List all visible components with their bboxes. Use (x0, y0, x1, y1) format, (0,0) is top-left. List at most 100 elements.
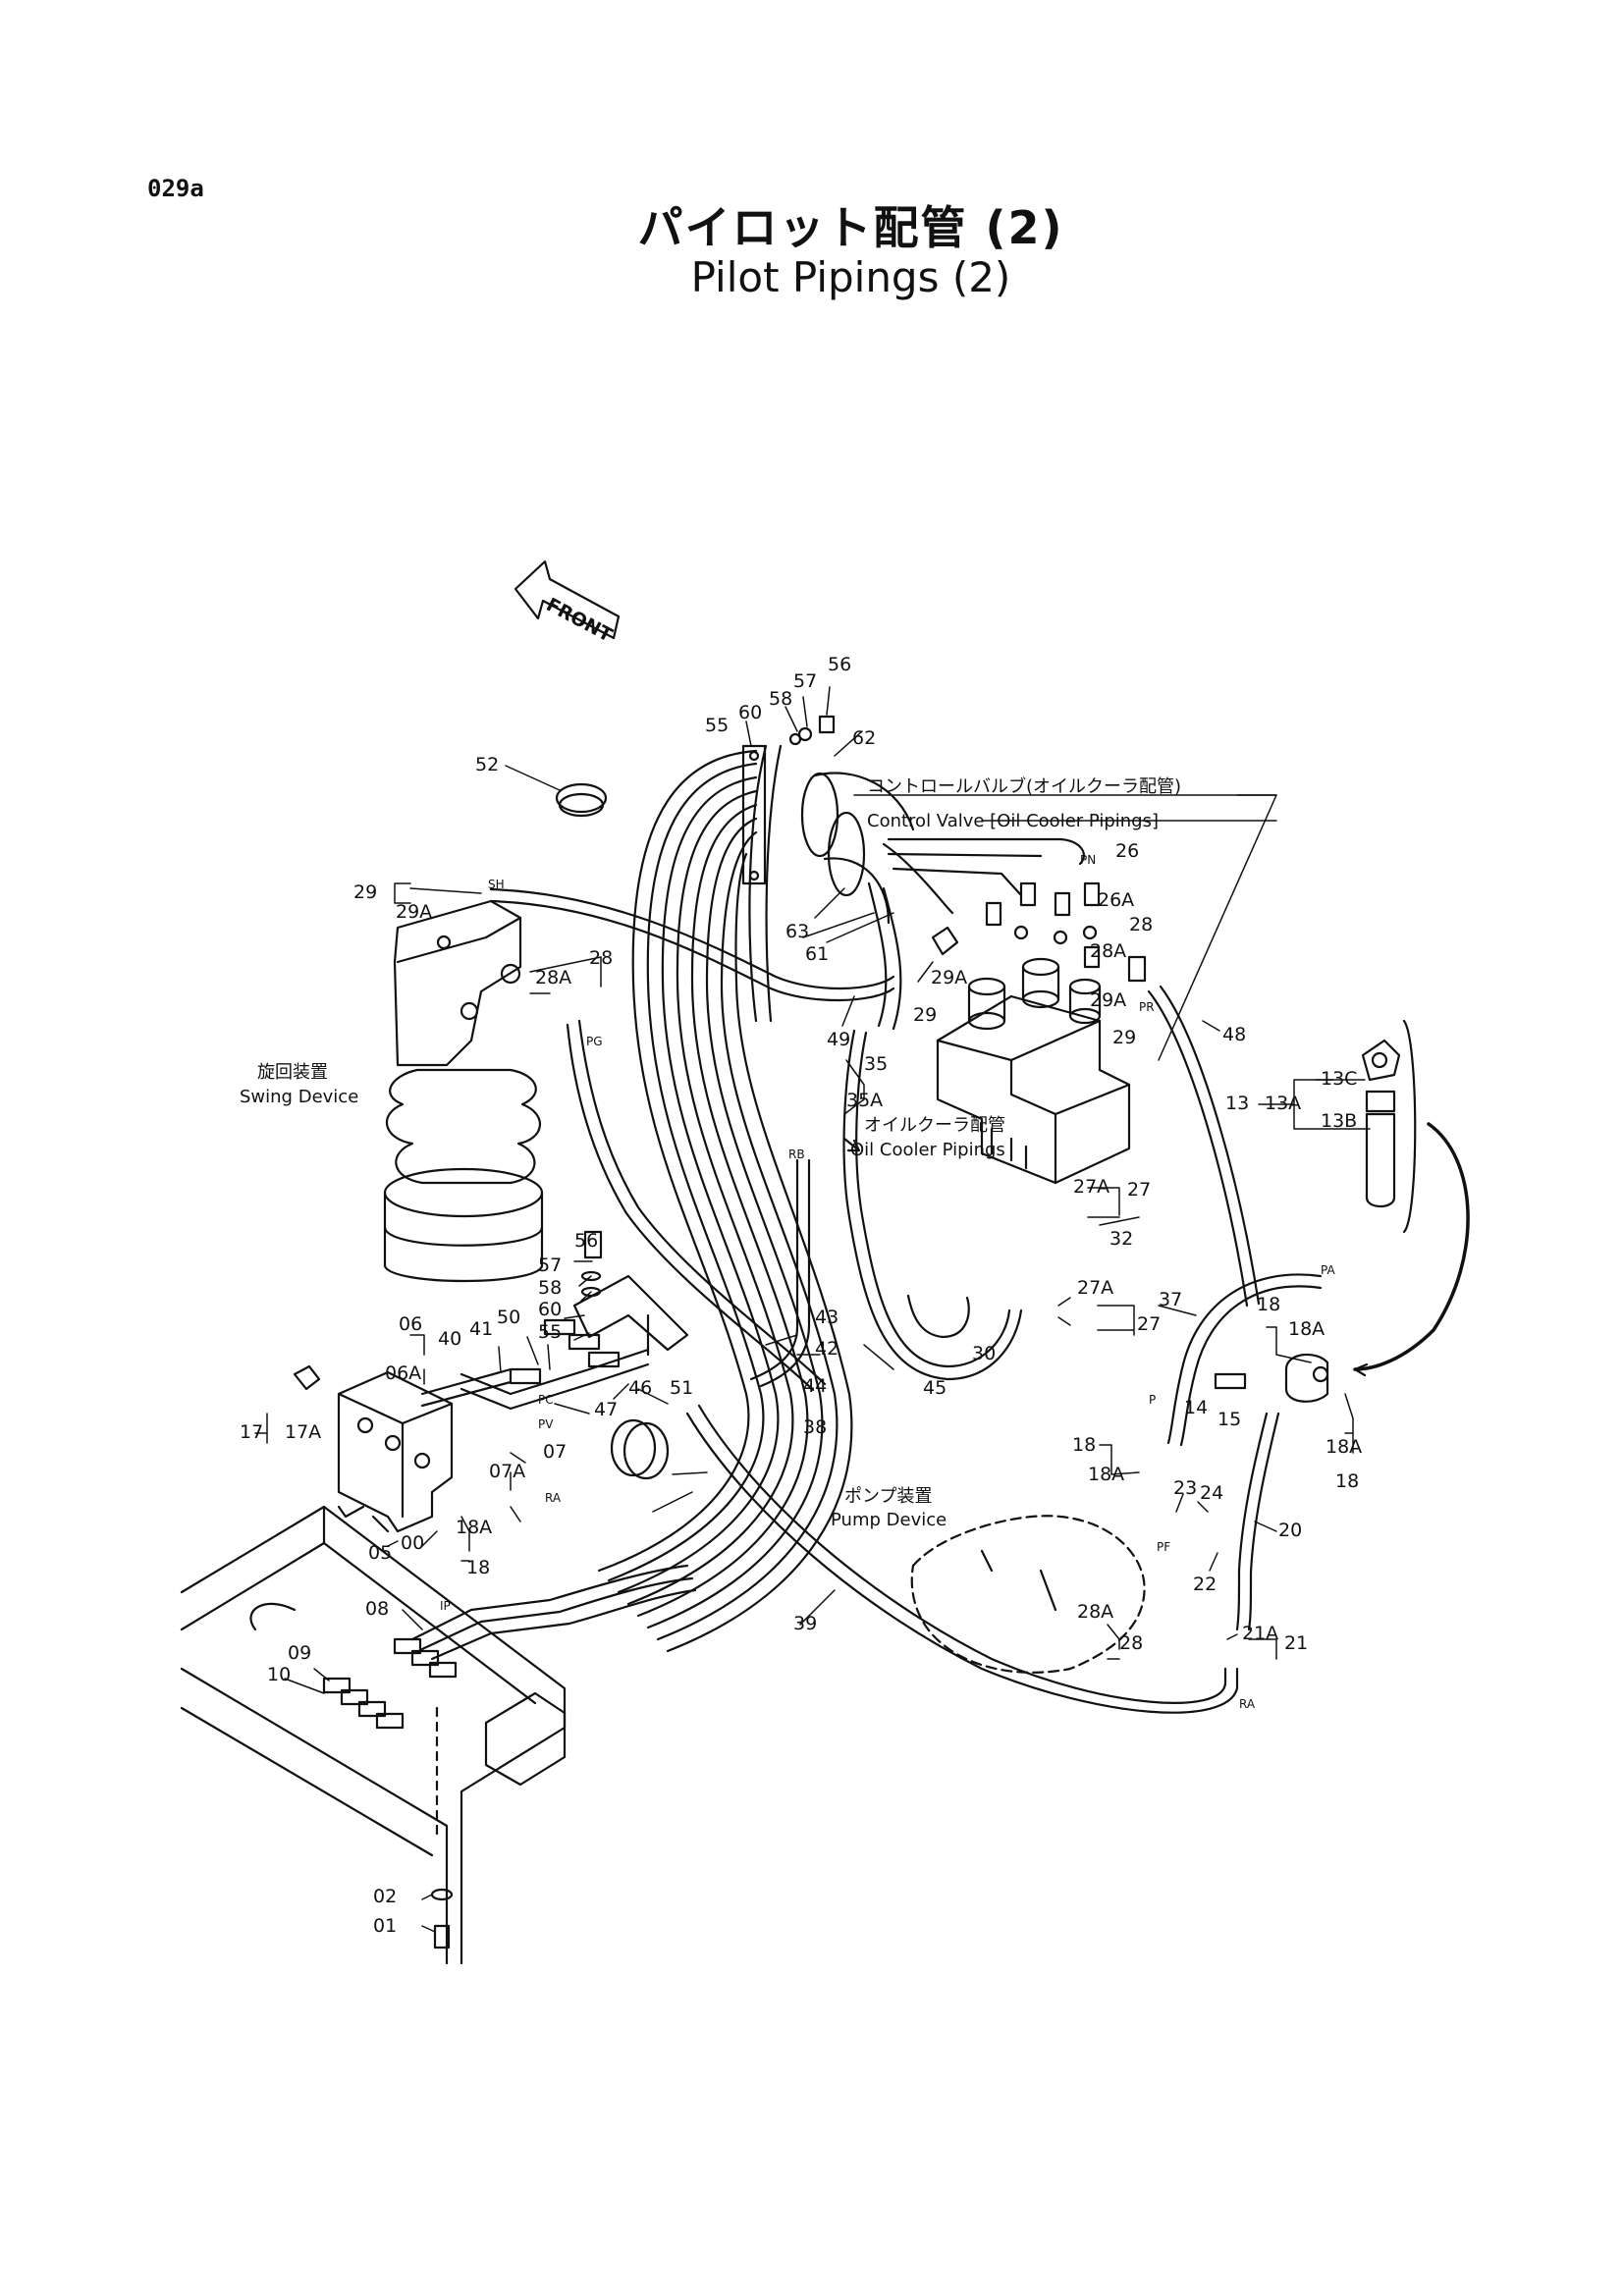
part-number: 24 (1200, 1482, 1223, 1504)
part-number: 27 (1127, 1179, 1151, 1201)
part-number: 55 (705, 715, 729, 736)
part-number: 39 (793, 1613, 817, 1634)
part-number: 13C (1321, 1068, 1357, 1090)
page-id: 029a (147, 175, 204, 202)
part-number: 28A (535, 967, 571, 988)
part-number: 62 (852, 727, 876, 749)
part-number: 01 (373, 1915, 397, 1937)
part-number: 41 (469, 1318, 493, 1340)
part-number: 37 (1159, 1289, 1182, 1310)
caption-pump-en: Pump Device (831, 1510, 947, 1530)
part-number: 29 (1112, 1027, 1136, 1048)
hose-bundle (597, 744, 853, 1653)
clamp-upper (741, 744, 767, 885)
part-number: 21 (1284, 1632, 1308, 1654)
port-label: PF (1157, 1540, 1170, 1554)
part-number: 29 (913, 1004, 937, 1026)
valve-18-assembly (1214, 1353, 1329, 1403)
part-number: 60 (738, 702, 762, 723)
bolt-stack-middle (580, 1230, 603, 1298)
part-number: 35 (864, 1053, 888, 1075)
caption-oil-cooler-en: Oil Cooler Pipings (850, 1140, 1005, 1160)
part-number: 07 (543, 1441, 567, 1463)
part-number: 28A (1090, 940, 1126, 962)
hose-38 (566, 1019, 827, 1392)
part-number: 40 (438, 1328, 461, 1350)
part-number: 13A (1265, 1093, 1301, 1114)
part-number: 17 (240, 1421, 263, 1443)
part-number: 22 (1193, 1574, 1217, 1595)
swing-device (383, 899, 544, 1283)
part-number: 38 (803, 1416, 827, 1438)
part-number: 02 (373, 1886, 397, 1907)
part-number: 52 (475, 754, 499, 775)
part-number: 28 (1119, 1632, 1143, 1654)
hose-20 (1235, 1412, 1280, 1631)
part-number: 17A (285, 1421, 321, 1443)
part-number: 26 (1115, 840, 1139, 862)
part-number: 50 (497, 1307, 520, 1328)
left-valve-block (293, 1364, 454, 1533)
part-number: 18A (1088, 1464, 1124, 1485)
part-number: 56 (574, 1230, 598, 1252)
part-number: 20 (1278, 1520, 1302, 1541)
hose-filter-return (1353, 1122, 1470, 1371)
hose-rb (749, 1158, 811, 1388)
part-number: 29 (353, 881, 377, 903)
caption-swing-en: Swing Device (240, 1087, 358, 1107)
part-number: 18 (1072, 1434, 1096, 1456)
part-number: 28 (589, 947, 613, 969)
hose-to-control-valve (800, 772, 1085, 1031)
control-valve (936, 957, 1131, 1185)
part-number: 23 (1173, 1477, 1197, 1499)
part-number: 26A (1098, 889, 1134, 911)
part-number: 27A (1077, 1277, 1113, 1299)
bolt-01-02 (430, 1888, 454, 1949)
valve-fittings (931, 881, 1147, 983)
part-number: 29A (396, 901, 432, 923)
part-number: 48 (1222, 1024, 1246, 1045)
hose-39 (685, 1404, 1239, 1714)
part-number: 13B (1321, 1110, 1357, 1132)
part-number: 47 (594, 1399, 618, 1420)
part-number: 49 (827, 1029, 850, 1050)
machine-frame (180, 1505, 567, 1965)
part-number: 27 (1137, 1313, 1161, 1335)
part-number: 44 (803, 1375, 827, 1397)
part-number: 35A (846, 1090, 883, 1111)
port-label: RB (788, 1148, 805, 1161)
title-english: Pilot Pipings (2) (690, 253, 1011, 301)
port-label: IP (440, 1599, 451, 1613)
hose-clamp-52 (555, 782, 608, 818)
part-number: 15 (1217, 1409, 1241, 1430)
part-number: 32 (1109, 1228, 1133, 1250)
hose-37 (1166, 1273, 1323, 1447)
part-number: 18A (1288, 1318, 1325, 1340)
part-number: 28 (1129, 914, 1153, 935)
port-label: SH (488, 878, 505, 891)
part-number: 63 (785, 921, 809, 942)
part-number: 18A (456, 1517, 492, 1538)
caption-oil-cooler-jp: オイルクーラ配管 (864, 1115, 1005, 1136)
part-number: 09 (288, 1642, 311, 1664)
arrow-filter-icon (1353, 1362, 1369, 1377)
part-number: 58 (538, 1277, 562, 1299)
part-number: 06A (385, 1362, 421, 1384)
title-japanese: パイロット配管 (2) (637, 201, 1064, 254)
port-label: PA (1321, 1263, 1335, 1277)
port-label: PR (1139, 1000, 1155, 1014)
bolt-stack-top (788, 715, 836, 746)
clamp-middle (572, 1274, 689, 1357)
part-number: 29A (931, 967, 967, 988)
clamp-51 (610, 1418, 670, 1480)
part-number: 55 (538, 1321, 562, 1343)
front-arrow-icon (514, 560, 621, 640)
hose-45 (842, 1029, 1023, 1381)
part-number: 57 (538, 1255, 562, 1276)
port-label: RA (545, 1491, 562, 1505)
part-number: 60 (538, 1299, 562, 1320)
part-number-labels: 56 57 58 60 55 62 52 29 29A 28 28A 26 26… (240, 654, 1362, 1937)
leader-lines (254, 686, 1371, 1933)
port-label: PV (538, 1417, 554, 1431)
